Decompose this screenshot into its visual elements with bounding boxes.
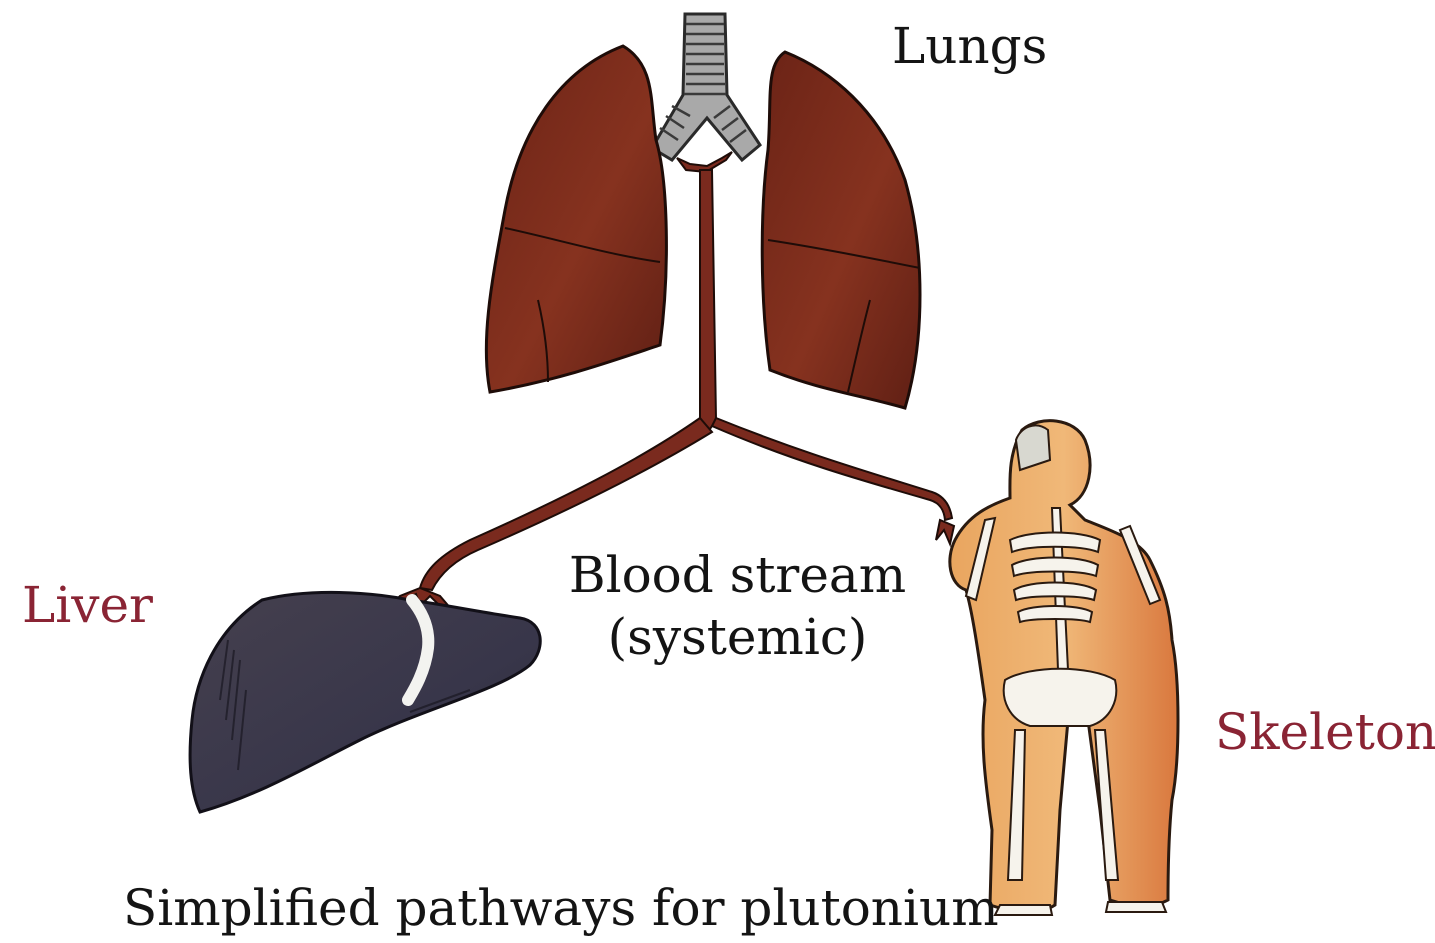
blood-stream-label-line1: Blood stream	[565, 544, 910, 606]
liver-icon	[190, 592, 540, 812]
skeleton-figure-icon	[950, 421, 1178, 915]
blood-stream-label-line2: (systemic)	[565, 606, 910, 668]
skeleton-label: Skeleton	[1215, 702, 1435, 762]
lungs-label: Lungs	[892, 16, 1047, 76]
diagram-caption: Simplified pathways for plutonium	[123, 878, 999, 938]
trachea-icon	[652, 14, 760, 160]
blood-stream-label: Blood stream (systemic)	[565, 544, 910, 668]
liver-label: Liver	[22, 575, 153, 635]
